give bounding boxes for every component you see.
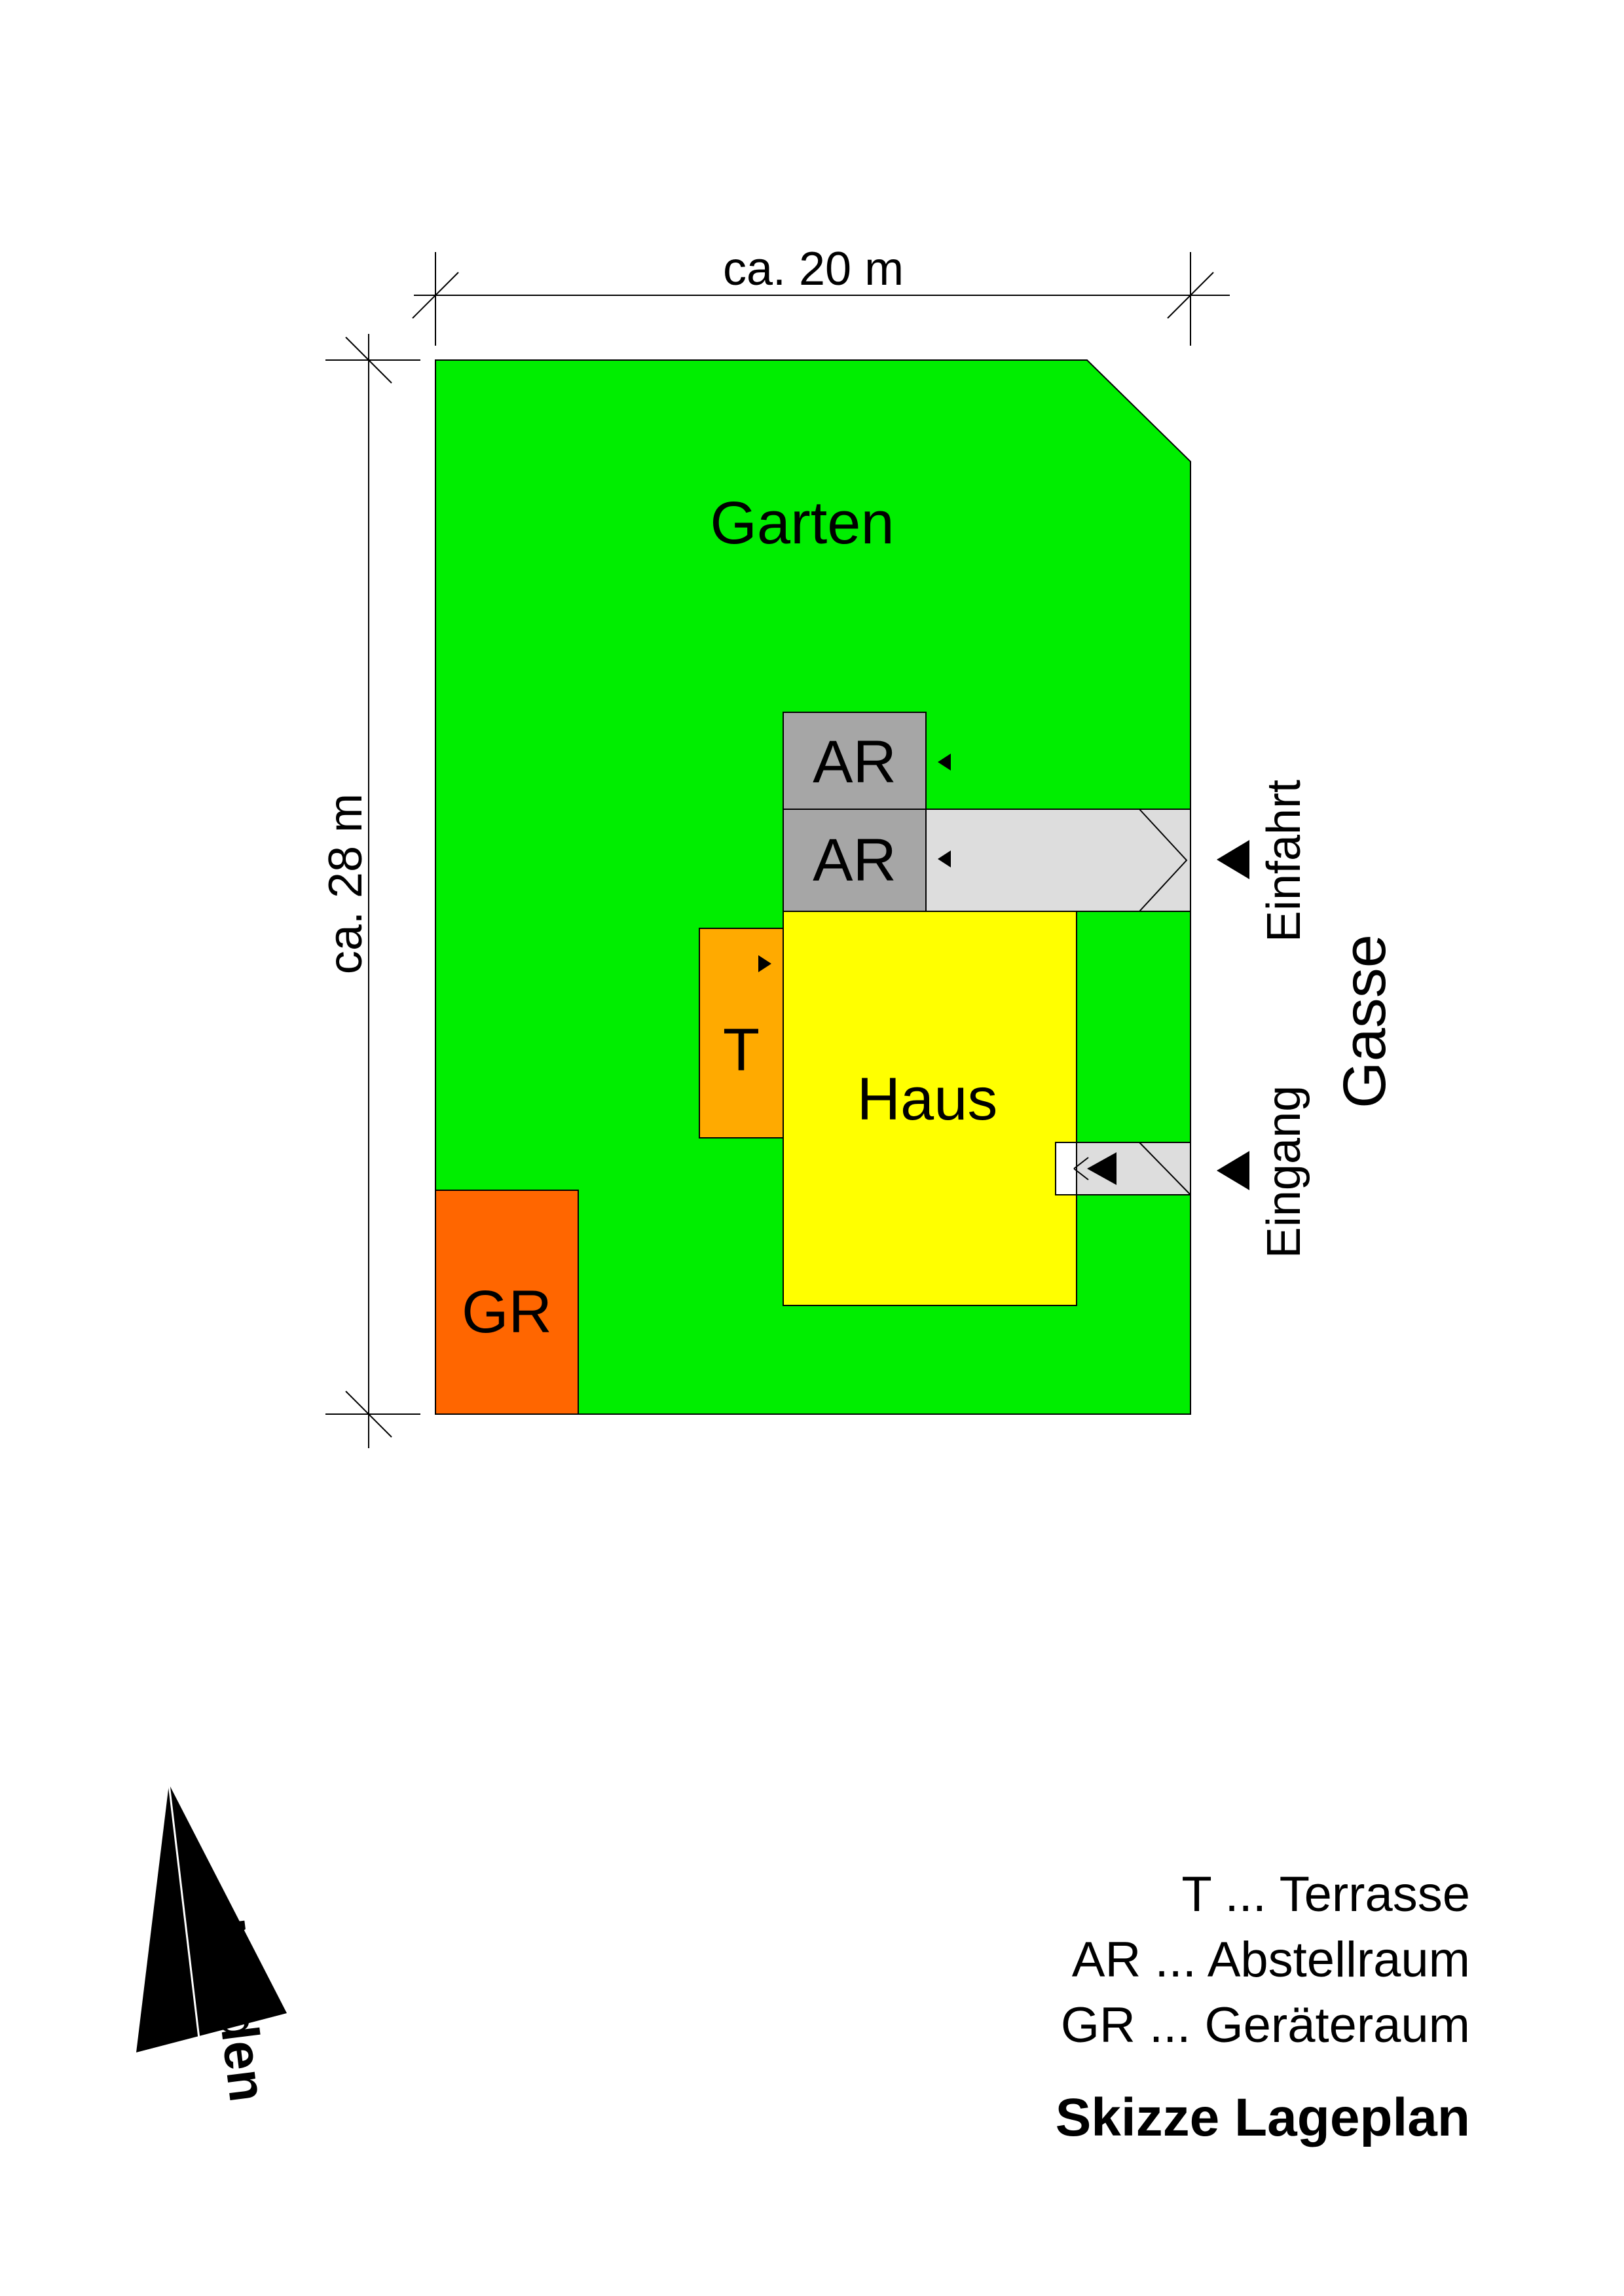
legend-storage: AR ... Abstellraum (1071, 1932, 1470, 1988)
storage-room-south (783, 809, 927, 912)
entrance-arrow (1217, 1151, 1249, 1190)
north-arrow: Norden (136, 1783, 287, 2105)
storage-south-label: AR (813, 827, 896, 894)
storage-room-north (783, 712, 927, 810)
garden-label: Garten (710, 490, 894, 556)
north-label: Norden (197, 1916, 277, 2105)
width-label: ca. 20 m (723, 243, 904, 295)
driveway-label: Einfahrt (1258, 780, 1310, 942)
house-area (783, 911, 1077, 1306)
storage-north-label: AR (813, 729, 896, 795)
width-dimension (412, 252, 1230, 346)
house-label: Haus (857, 1066, 998, 1133)
tool-room-area (435, 1190, 579, 1415)
storage-north-door-marker (938, 754, 951, 771)
entrance-path (1055, 1142, 1191, 1195)
terrace-label: T (723, 1017, 760, 1084)
driveway (925, 809, 1191, 912)
legend-terrace: T ... Terrasse (1181, 1867, 1470, 1922)
plan-title: Skizze Lageplan (1055, 2088, 1470, 2147)
street-label: Gasse (1331, 934, 1398, 1108)
entrance-label: Eingang (1258, 1085, 1310, 1258)
height-label: ca. 28 m (320, 793, 372, 974)
house-entrance-marker (1087, 1152, 1116, 1185)
storage-south-door-marker (938, 850, 951, 867)
height-dimension (325, 334, 420, 1448)
tool-room-label: GR (462, 1279, 552, 1345)
driveway-arrow (1217, 840, 1249, 879)
legend-tool-room: GR ... Geräteraum (1060, 1997, 1470, 2053)
terrace-door-marker (758, 955, 771, 972)
